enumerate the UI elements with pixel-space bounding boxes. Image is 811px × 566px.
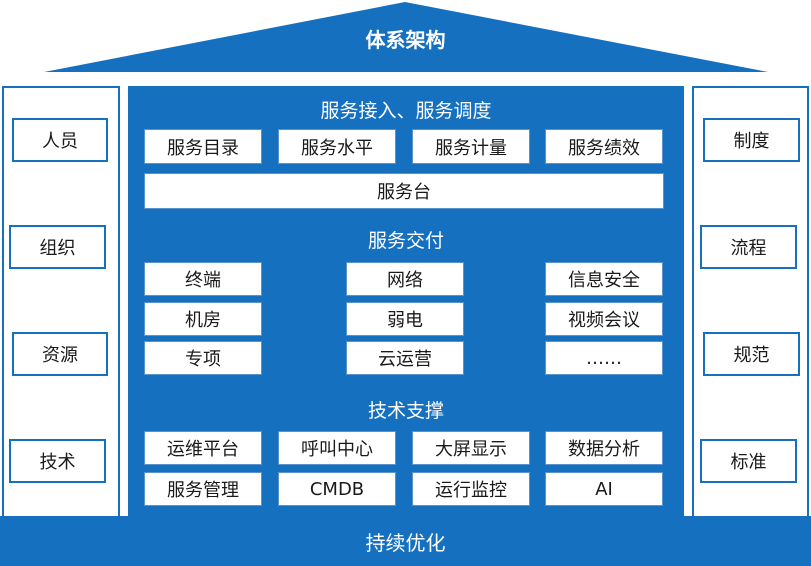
section-title-delivery: 服务交付 [367,230,444,252]
base-continuous-optimization: 持续优化 [0,516,811,566]
service-desk-box: 服务台 [144,173,664,209]
service-metering-box: 服务计量 [412,129,530,164]
delivery-item: 网络 [346,262,464,296]
support-item: AI [545,472,663,506]
support-item: 服务管理 [144,472,262,506]
roof-title: 体系架构 [365,28,446,52]
right-pillar-item: 标准 [700,439,797,483]
support-item: 数据分析 [545,431,663,465]
support-item: 运维平台 [144,431,262,465]
left-pillar-item: 技术 [9,439,106,483]
right-pillar-item: 规范 [703,332,800,376]
service-catalog-box: 服务目录 [144,129,262,164]
delivery-item: …… [545,341,663,375]
section-title-access: 服务接入、服务调度 [320,100,492,122]
right-pillar-item: 制度 [703,118,800,162]
left-pillar-item: 资源 [12,332,108,376]
delivery-item: 机房 [144,302,262,336]
roof [44,2,768,72]
delivery-item: 弱电 [346,302,464,336]
right-pillar-item: 流程 [700,225,797,269]
delivery-item: 信息安全 [545,262,663,296]
roof-triangle [44,2,768,72]
delivery-item: 视频会议 [545,302,663,336]
delivery-item: 云运营 [346,341,464,375]
left-pillar-item: 组织 [9,225,106,269]
support-item: 大屏显示 [412,431,530,465]
service-performance-box: 服务绩效 [545,129,663,164]
delivery-item: 专项 [144,341,262,375]
support-item: 运行监控 [412,472,530,506]
service-level-box: 服务水平 [278,129,396,164]
section-title-support: 技术支撑 [367,400,444,422]
left-pillar-item: 人员 [12,118,108,162]
delivery-item: 终端 [144,262,262,296]
support-item: 呼叫中心 [278,431,396,465]
support-item: CMDB [278,472,396,506]
